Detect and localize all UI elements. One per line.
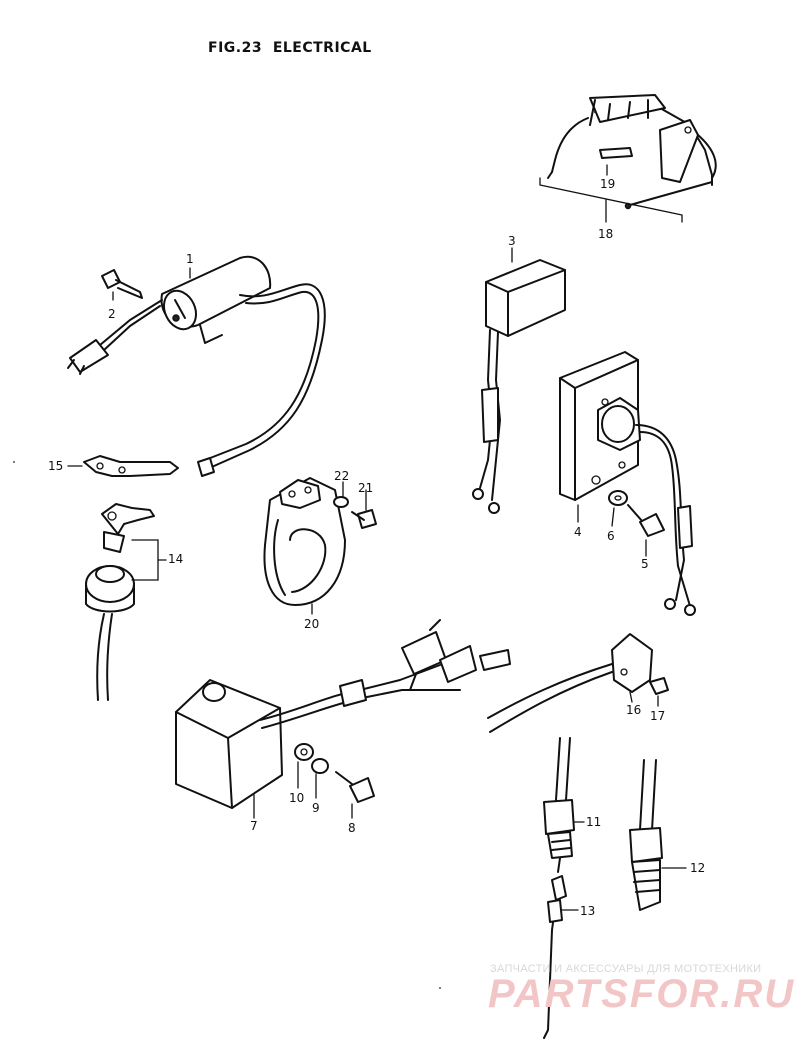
callout-15: 15 <box>48 459 63 473</box>
cable-13 <box>543 875 579 1039</box>
scan-speck <box>13 461 15 463</box>
regulator <box>559 351 696 616</box>
coil-bolt <box>101 269 143 299</box>
callout-10: 10 <box>289 791 304 805</box>
screw-5 <box>627 504 665 557</box>
switch-11 <box>543 737 585 873</box>
plate-15 <box>67 455 179 477</box>
callout-5: 5 <box>641 557 649 571</box>
watermark-logo: PARTSFOR.RU <box>488 972 796 1016</box>
ignition-switch <box>85 503 167 701</box>
horn-bolt-21 <box>351 489 377 529</box>
callout-19: 19 <box>600 177 615 191</box>
horn <box>263 477 346 615</box>
callout-1: 1 <box>186 252 194 266</box>
washer-10 <box>294 743 314 789</box>
watermark-tagline: ЗАПЧАСТИ И АКСЕССУАРЫ ДЛЯ МОТОТЕХНИКИ <box>490 963 762 975</box>
callout-3: 3 <box>508 234 516 248</box>
callout-22: 22 <box>334 469 349 483</box>
horn-nut-22 <box>333 481 349 508</box>
ignition-coil <box>67 255 326 477</box>
washer-6 <box>608 490 628 527</box>
figure-title: FIG.23 ELECTRICAL <box>208 40 372 56</box>
callout-16: 16 <box>626 703 641 717</box>
relay-box <box>472 247 566 514</box>
callout-21: 21 <box>358 481 373 495</box>
callout-17: 17 <box>650 709 665 723</box>
fuse-harness-18-bracket <box>539 177 683 223</box>
callout-12: 12 <box>690 861 705 875</box>
callout-20: 20 <box>304 617 319 631</box>
callout-11: 11 <box>586 815 601 829</box>
lockwasher-9 <box>311 758 329 799</box>
callout-2: 2 <box>108 307 116 321</box>
screw-17 <box>649 677 669 707</box>
callout-7: 7 <box>250 819 258 833</box>
callout-18: 18 <box>598 227 613 241</box>
callout-8: 8 <box>348 821 356 835</box>
scan-speck <box>439 987 441 989</box>
callout-13: 13 <box>580 904 595 918</box>
connector-16 <box>487 633 653 733</box>
cdi-unit <box>175 619 511 819</box>
callout-4: 4 <box>574 525 582 539</box>
fuse-holder-harness <box>547 94 717 210</box>
callout-6: 6 <box>607 529 615 543</box>
callout-14: 14 <box>168 552 183 566</box>
switch-12 <box>629 759 687 911</box>
bolt-8 <box>335 771 375 819</box>
callout-9: 9 <box>312 801 320 815</box>
